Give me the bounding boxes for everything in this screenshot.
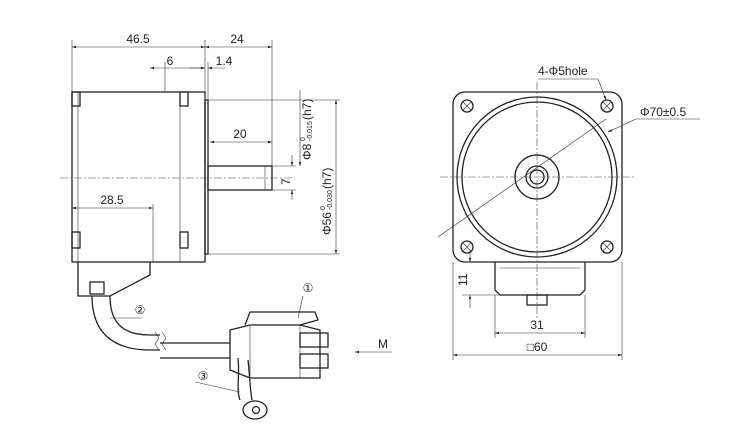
dim-gear-width: 31 [530,318,544,332]
side-view: 46.5 24 6 1.4 20 28.5 7 Φ8 0 -0.015 (h7)… [60,32,392,420]
svg-text:-0.015: -0.015 [307,121,314,141]
dim-gear-height: 11 [456,273,470,286]
front-view: 4-Φ5hole Φ70±0.5 11 31 □60 [437,64,700,360]
dim-pilot-diameter: Φ56 0 -0.030 (h7) [320,168,334,235]
dim-shaft-diameter: Φ8 0 -0.015 (h7) [300,99,314,160]
lead-wire [91,295,160,351]
svg-text:Φ8: Φ8 [300,143,314,160]
connector [229,311,329,420]
dim-pilot-depth: 1.4 [216,54,233,68]
dim-shaft-length: 24 [230,32,244,46]
dim-shaft-flat: 20 [233,127,247,141]
dim-flange-offset: 6 [167,54,174,68]
svg-text:(h7): (h7) [320,168,334,189]
dim-lead-exit: 28.5 [100,193,124,207]
svg-text:(h7): (h7) [300,99,314,120]
callout-2: ② [135,303,146,317]
holes-label: 4-Φ5hole [538,64,588,78]
dim-body-length: 46.5 [126,32,150,46]
svg-text:-0.030: -0.030 [327,190,334,210]
mounting-holes [460,99,614,254]
callout-3: ③ [198,369,209,383]
dim-square: □60 [527,340,548,354]
svg-text:0: 0 [320,206,327,210]
pcd-label: Φ70±0.5 [640,105,687,119]
callout-1: ① [303,281,314,295]
svg-text:Φ56: Φ56 [320,212,334,235]
dim-key-height: 7 [279,178,293,185]
view-arrow-label: M [378,337,388,351]
svg-text:0: 0 [300,137,307,141]
motor-body [71,91,206,263]
